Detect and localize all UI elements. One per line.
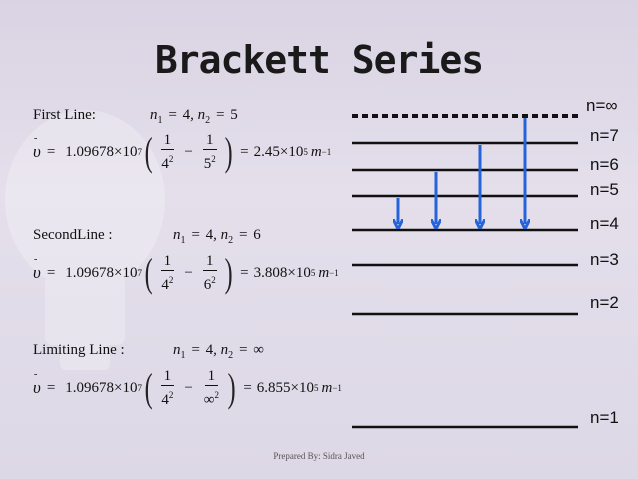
- level-2-label: n=2: [590, 293, 619, 312]
- second-line-condition: n1=4, n2=6: [173, 227, 261, 246]
- level-1-label: n=1: [590, 408, 619, 427]
- level-inf-label: n=∞: [586, 96, 618, 115]
- level-6-label: n=6: [590, 155, 619, 174]
- level-5-label: n=5: [590, 180, 619, 199]
- second-line-formula: υ= 1.09678×107 ( 142 − 162 ) = 3.808×105…: [33, 252, 339, 294]
- first-line-label: First Line:: [33, 107, 96, 123]
- slide-title: Brackett Series: [154, 38, 484, 82]
- limiting-line-condition: n1=4, n2=∞: [173, 342, 264, 361]
- first-line-formula: υ= 1.09678×107 ( 142 − 152 ) = 2.45×105 …: [33, 131, 331, 173]
- footer-credit: Prepared By: Sidra Javed: [273, 451, 365, 461]
- level-4-label: n=4: [590, 214, 619, 233]
- level-3-label: n=3: [590, 250, 619, 269]
- lightbulb-watermark: [5, 110, 165, 370]
- limiting-line-label: Limiting Line :: [33, 342, 125, 358]
- second-line-label: SecondLine :: [33, 227, 113, 243]
- first-line-condition: n1=4, n2=5: [150, 107, 238, 126]
- level-7-label: n=7: [590, 126, 619, 145]
- limiting-line-formula: υ= 1.09678×107 ( 142 − 1∞2 ) = 6.855×105…: [33, 367, 342, 409]
